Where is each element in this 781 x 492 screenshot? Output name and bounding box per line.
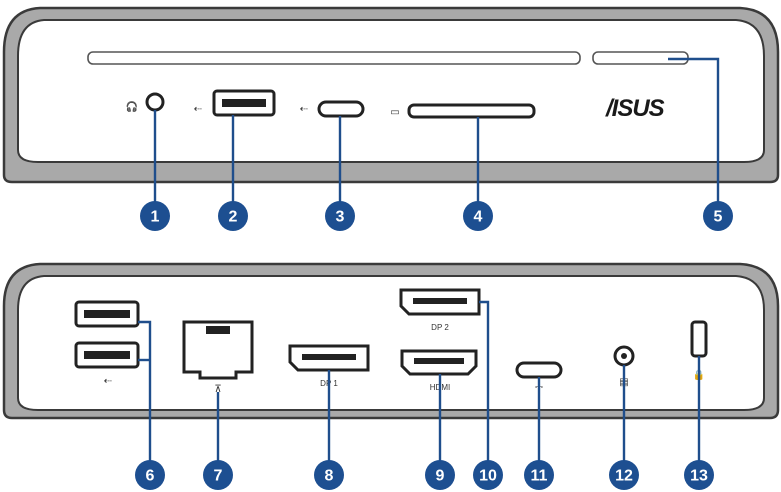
- callout-6: 6: [135, 460, 165, 490]
- front-leader-lines: [153, 57, 720, 212]
- callout-7: 7: [203, 460, 233, 490]
- svg-text:3: 3: [336, 209, 345, 226]
- usb-icon: ⇠: [104, 376, 113, 387]
- callout-12: 12: [609, 460, 639, 490]
- front-audio-jack: [145, 92, 165, 112]
- svg-text:1: 1: [151, 209, 160, 226]
- callout-8: 8: [314, 460, 344, 490]
- lock-slot: [690, 320, 708, 358]
- svg-text:12: 12: [615, 468, 633, 485]
- callout-4: 4: [463, 201, 493, 231]
- dc-in-port: [515, 361, 563, 379]
- rear-panel: ⇠ ⊼ DP 1 DP 2 HDMI ⎓ ▤ 🔒: [2, 262, 780, 420]
- network-icon: ⊼: [214, 384, 221, 395]
- asus-logo: /ISUS: [605, 95, 665, 122]
- callout-13: 13: [684, 460, 714, 490]
- svg-text:7: 7: [214, 468, 223, 485]
- callout-1: 1: [140, 201, 170, 231]
- callout-5: 5: [703, 201, 733, 231]
- headphone-icon: 🎧: [126, 100, 138, 113]
- rear-leader-lines: [138, 300, 701, 463]
- svg-text:2: 2: [229, 209, 238, 226]
- svg-text:9: 9: [436, 468, 445, 485]
- dp2-label: DP 2: [431, 323, 449, 332]
- ethernet-port: [182, 320, 254, 380]
- callout-2: 2: [218, 201, 248, 231]
- sd-card-slot: [407, 103, 536, 119]
- callout-9: 9: [425, 460, 455, 490]
- sd-card-icon: ▭: [390, 107, 399, 118]
- svg-text:10: 10: [479, 468, 497, 485]
- svg-text:8: 8: [325, 468, 334, 485]
- front-usb-c-port: [317, 100, 365, 118]
- front-panel: 🎧 ⇠ ⇠ ▭ /ISUS: [2, 6, 780, 184]
- callout-3: 3: [325, 201, 355, 231]
- svg-text:11: 11: [531, 468, 548, 485]
- svg-text:5: 5: [714, 209, 723, 226]
- svg-text:6: 6: [146, 468, 155, 485]
- callout-10: 10: [473, 460, 503, 490]
- usb-icon: ⇠: [194, 104, 203, 115]
- svg-text:4: 4: [474, 209, 483, 226]
- callout-11: 11: [524, 460, 554, 490]
- front-top-slot: [87, 51, 581, 65]
- usb-c-icon: ⇠: [300, 104, 309, 115]
- svg-text:13: 13: [690, 468, 708, 485]
